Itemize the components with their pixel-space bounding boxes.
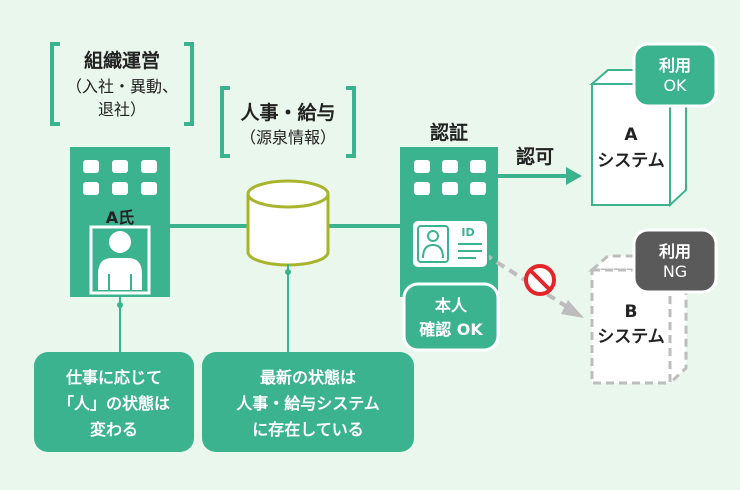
left-bracket	[220, 86, 230, 158]
note1-text: 「人」の状態は	[57, 394, 170, 413]
id-tag: ID	[461, 226, 475, 239]
note2-text: 最新の状態は	[259, 368, 356, 387]
building-windows	[83, 160, 157, 195]
badge-ok	[632, 42, 718, 108]
id-photo-icon	[427, 230, 439, 242]
note2-text: に存在している	[252, 420, 364, 439]
org-subtitle: （入社・異動、	[65, 77, 178, 96]
identity-label: 確認 OK	[419, 320, 483, 339]
identity-bubble	[402, 282, 500, 352]
org-title: 組織運営	[83, 50, 160, 72]
identity-label: 本人	[434, 296, 467, 315]
note2-text: 人事・給与システム	[236, 394, 380, 413]
approve-label: 認可	[515, 146, 554, 168]
id-card	[411, 219, 489, 269]
badge-ok-label: OK	[663, 76, 687, 95]
badge-ng	[632, 228, 718, 294]
org-subtitle: 退社）	[97, 100, 146, 119]
badge-ng-label: NG	[662, 262, 688, 281]
system-a-label: A	[624, 125, 638, 145]
system-a-label: システム	[597, 151, 665, 171]
note-box	[34, 352, 194, 452]
system-b-label: B	[624, 302, 638, 322]
system-b-label: システム	[597, 327, 665, 347]
database-icon	[246, 179, 330, 267]
right-bracket	[346, 86, 356, 158]
person-frame	[89, 225, 151, 295]
note-box	[202, 352, 414, 452]
hr-subtitle: （源泉情報）	[239, 128, 336, 147]
hr-title: 人事・給与	[240, 102, 336, 124]
badge-ok-label: 利用	[658, 56, 691, 75]
auth-title: 認証	[429, 122, 468, 144]
building-windows	[414, 160, 486, 195]
company-building	[70, 147, 170, 297]
prohibited-icon	[524, 264, 556, 296]
note1-text: 仕事に応じて	[65, 368, 162, 387]
note1-text: 変わる	[89, 420, 138, 439]
left-bracket	[50, 42, 60, 126]
badge-ng-label: 利用	[658, 242, 691, 261]
right-bracket	[184, 42, 194, 126]
person-label: A氏	[105, 208, 135, 227]
approve-arrow	[498, 167, 582, 185]
